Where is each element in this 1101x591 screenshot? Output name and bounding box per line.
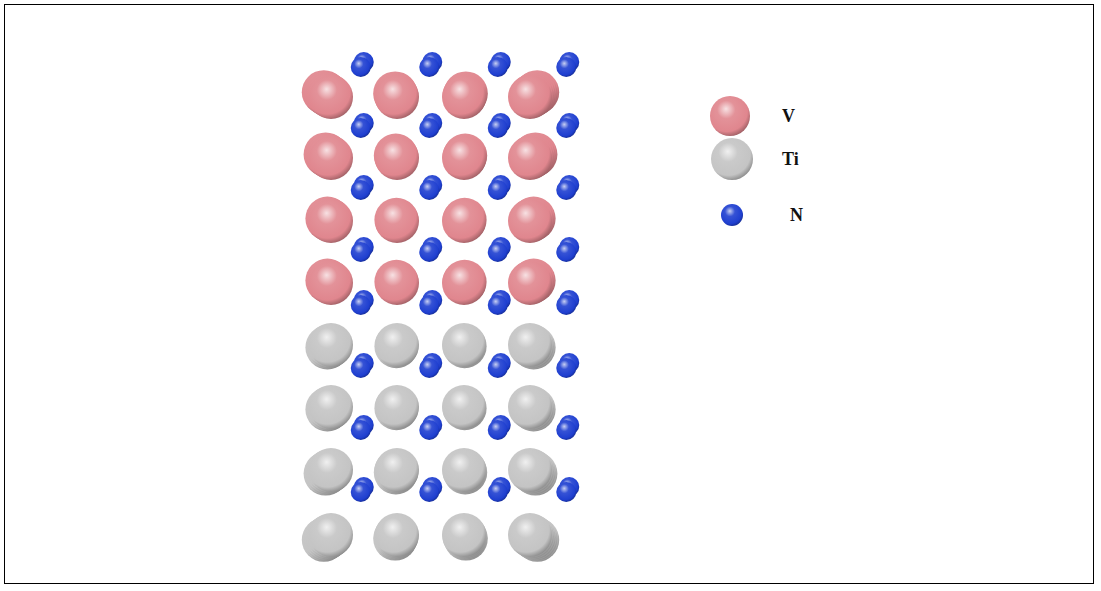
- vanadium-atom: [508, 75, 552, 119]
- vanadium-atom: [442, 261, 486, 305]
- nitrogen-atom: [488, 295, 508, 315]
- vanadium-atom: [442, 199, 486, 243]
- nitrogen-atom: [351, 295, 371, 315]
- legend-label: N: [790, 206, 803, 224]
- nitrogen-atom: [419, 358, 439, 378]
- titanium-atom: [442, 323, 486, 367]
- nitrogen-atom: [351, 180, 371, 200]
- nitrogen-atom: [488, 180, 508, 200]
- nitrogen-atom: [419, 295, 439, 315]
- nitrogen-atom: [556, 420, 576, 440]
- titanium-atom: [508, 513, 552, 557]
- nitrogen-atom: [351, 420, 371, 440]
- legend-swatch: [708, 94, 752, 138]
- vanadium-atom: [442, 136, 486, 180]
- nitrogen-atom: [488, 57, 508, 77]
- vanadium-atom: [309, 136, 353, 180]
- nitrogen-atom: [488, 420, 508, 440]
- titanium-atom: [375, 323, 419, 367]
- titanium-atom: [442, 448, 486, 492]
- nitrogen-atom: [419, 57, 439, 77]
- titanium-atom: [508, 323, 552, 367]
- legend-swatch-sphere: [710, 96, 750, 136]
- legend-swatch: [719, 202, 745, 228]
- nitrogen-atom: [556, 358, 576, 378]
- vanadium-atom: [309, 261, 353, 305]
- legend-swatch-sphere: [721, 204, 743, 226]
- nitrogen-atom: [351, 57, 371, 77]
- titanium-atom: [442, 513, 486, 557]
- nitrogen-atom: [556, 295, 576, 315]
- titanium-atom: [309, 323, 353, 367]
- nitrogen-atom: [419, 118, 439, 138]
- vanadium-atom: [375, 136, 419, 180]
- nitrogen-atom: [351, 482, 371, 502]
- nitrogen-atom: [556, 180, 576, 200]
- nitrogen-atom: [419, 180, 439, 200]
- vanadium-atom: [375, 199, 419, 243]
- vanadium-atom: [309, 199, 353, 243]
- legend-label: V: [782, 107, 795, 125]
- titanium-atom: [375, 513, 419, 557]
- titanium-atom: [375, 448, 419, 492]
- titanium-atom: [442, 385, 486, 429]
- nitrogen-atom: [351, 242, 371, 262]
- nitrogen-atom: [419, 482, 439, 502]
- titanium-atom: [508, 385, 552, 429]
- legend-swatch: [709, 136, 755, 182]
- nitrogen-atom: [556, 118, 576, 138]
- nitrogen-atom: [488, 242, 508, 262]
- nitrogen-atom: [488, 482, 508, 502]
- legend-swatch-sphere: [711, 138, 753, 180]
- nitrogen-atom: [419, 242, 439, 262]
- nitrogen-atom: [419, 420, 439, 440]
- vanadium-atom: [375, 261, 419, 305]
- vanadium-atom: [508, 136, 552, 180]
- titanium-atom: [375, 385, 419, 429]
- legend-label: Ti: [782, 150, 799, 168]
- vanadium-atom: [375, 75, 419, 119]
- vanadium-atom: [508, 261, 552, 305]
- titanium-atom: [309, 448, 353, 492]
- nitrogen-atom: [351, 118, 371, 138]
- nitrogen-atom: [488, 358, 508, 378]
- nitrogen-atom: [556, 57, 576, 77]
- titanium-atom: [508, 448, 552, 492]
- vanadium-atom: [508, 199, 552, 243]
- titanium-atom: [309, 513, 353, 557]
- nitrogen-atom: [351, 358, 371, 378]
- vanadium-atom: [442, 75, 486, 119]
- nitrogen-atom: [556, 482, 576, 502]
- nitrogen-atom: [556, 242, 576, 262]
- titanium-atom: [309, 385, 353, 429]
- nitrogen-atom: [488, 118, 508, 138]
- vanadium-atom: [309, 75, 353, 119]
